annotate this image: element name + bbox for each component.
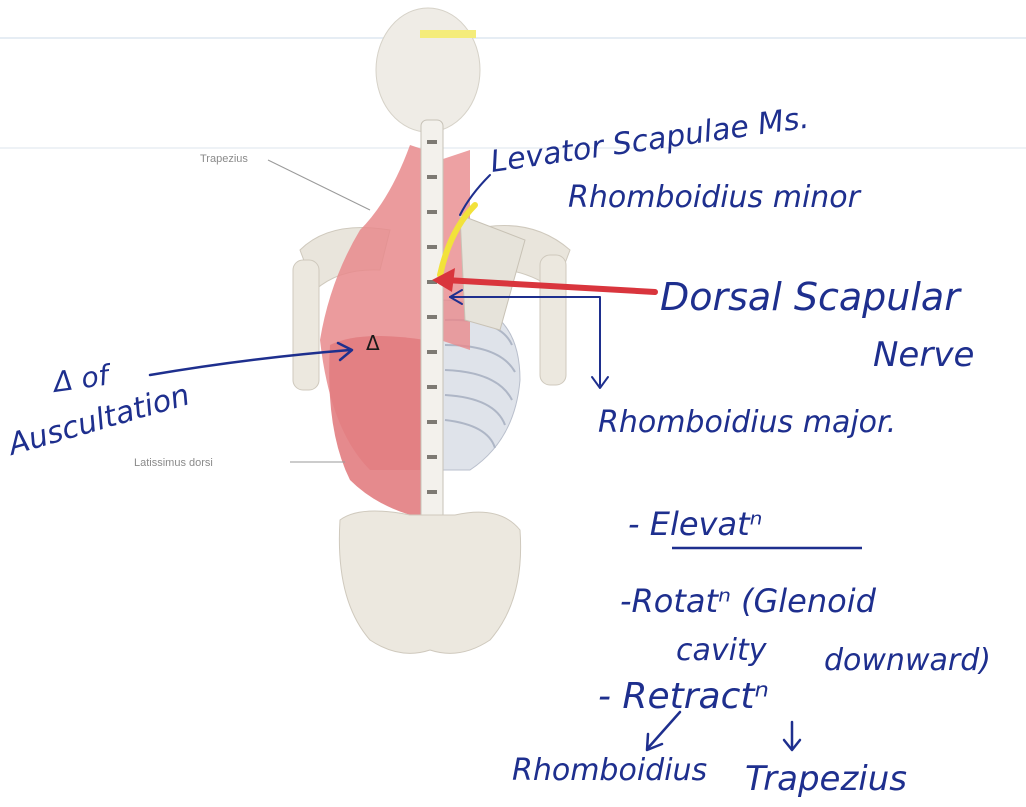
label-latissimus-dorsi: Latissimus dorsi	[134, 457, 213, 469]
action-rotation-line1: -Rotatⁿ (Glenoid	[620, 582, 877, 620]
retraction-arrow-rhomboid	[648, 712, 680, 748]
note-levator-scapulae: Levator Scapulae Ms.	[488, 101, 811, 180]
note-dorsal-scapular-line2: Nerve	[873, 335, 974, 375]
auscultation-arrow	[150, 350, 350, 375]
action-retraction: - Retractⁿ	[598, 676, 769, 717]
note-dorsal-scapular-line1: Dorsal Scapular	[660, 275, 962, 319]
action-rotation-line3: downward)	[824, 643, 991, 678]
latissimus-dorsi-muscle	[329, 336, 430, 520]
label-trapezius: Trapezius	[200, 153, 248, 165]
note-triangle-of: Δ of	[49, 358, 114, 399]
note-rhomboid-major: Rhomboidius major.	[598, 405, 896, 440]
action-rotation-line2: cavity	[676, 633, 768, 668]
triangle-mark: Δ	[366, 331, 380, 355]
back-anatomy-illustration: Δ	[293, 8, 570, 653]
pelvis	[339, 511, 520, 653]
note-retraction-rhomboid: Rhomboidius	[512, 753, 707, 788]
note-rhomboid-minor: Rhomboidius minor	[568, 180, 862, 215]
action-elevation: - Elevatⁿ	[628, 505, 762, 543]
note-retraction-trapezius: Trapezius	[745, 759, 907, 799]
head-shape	[376, 8, 480, 132]
